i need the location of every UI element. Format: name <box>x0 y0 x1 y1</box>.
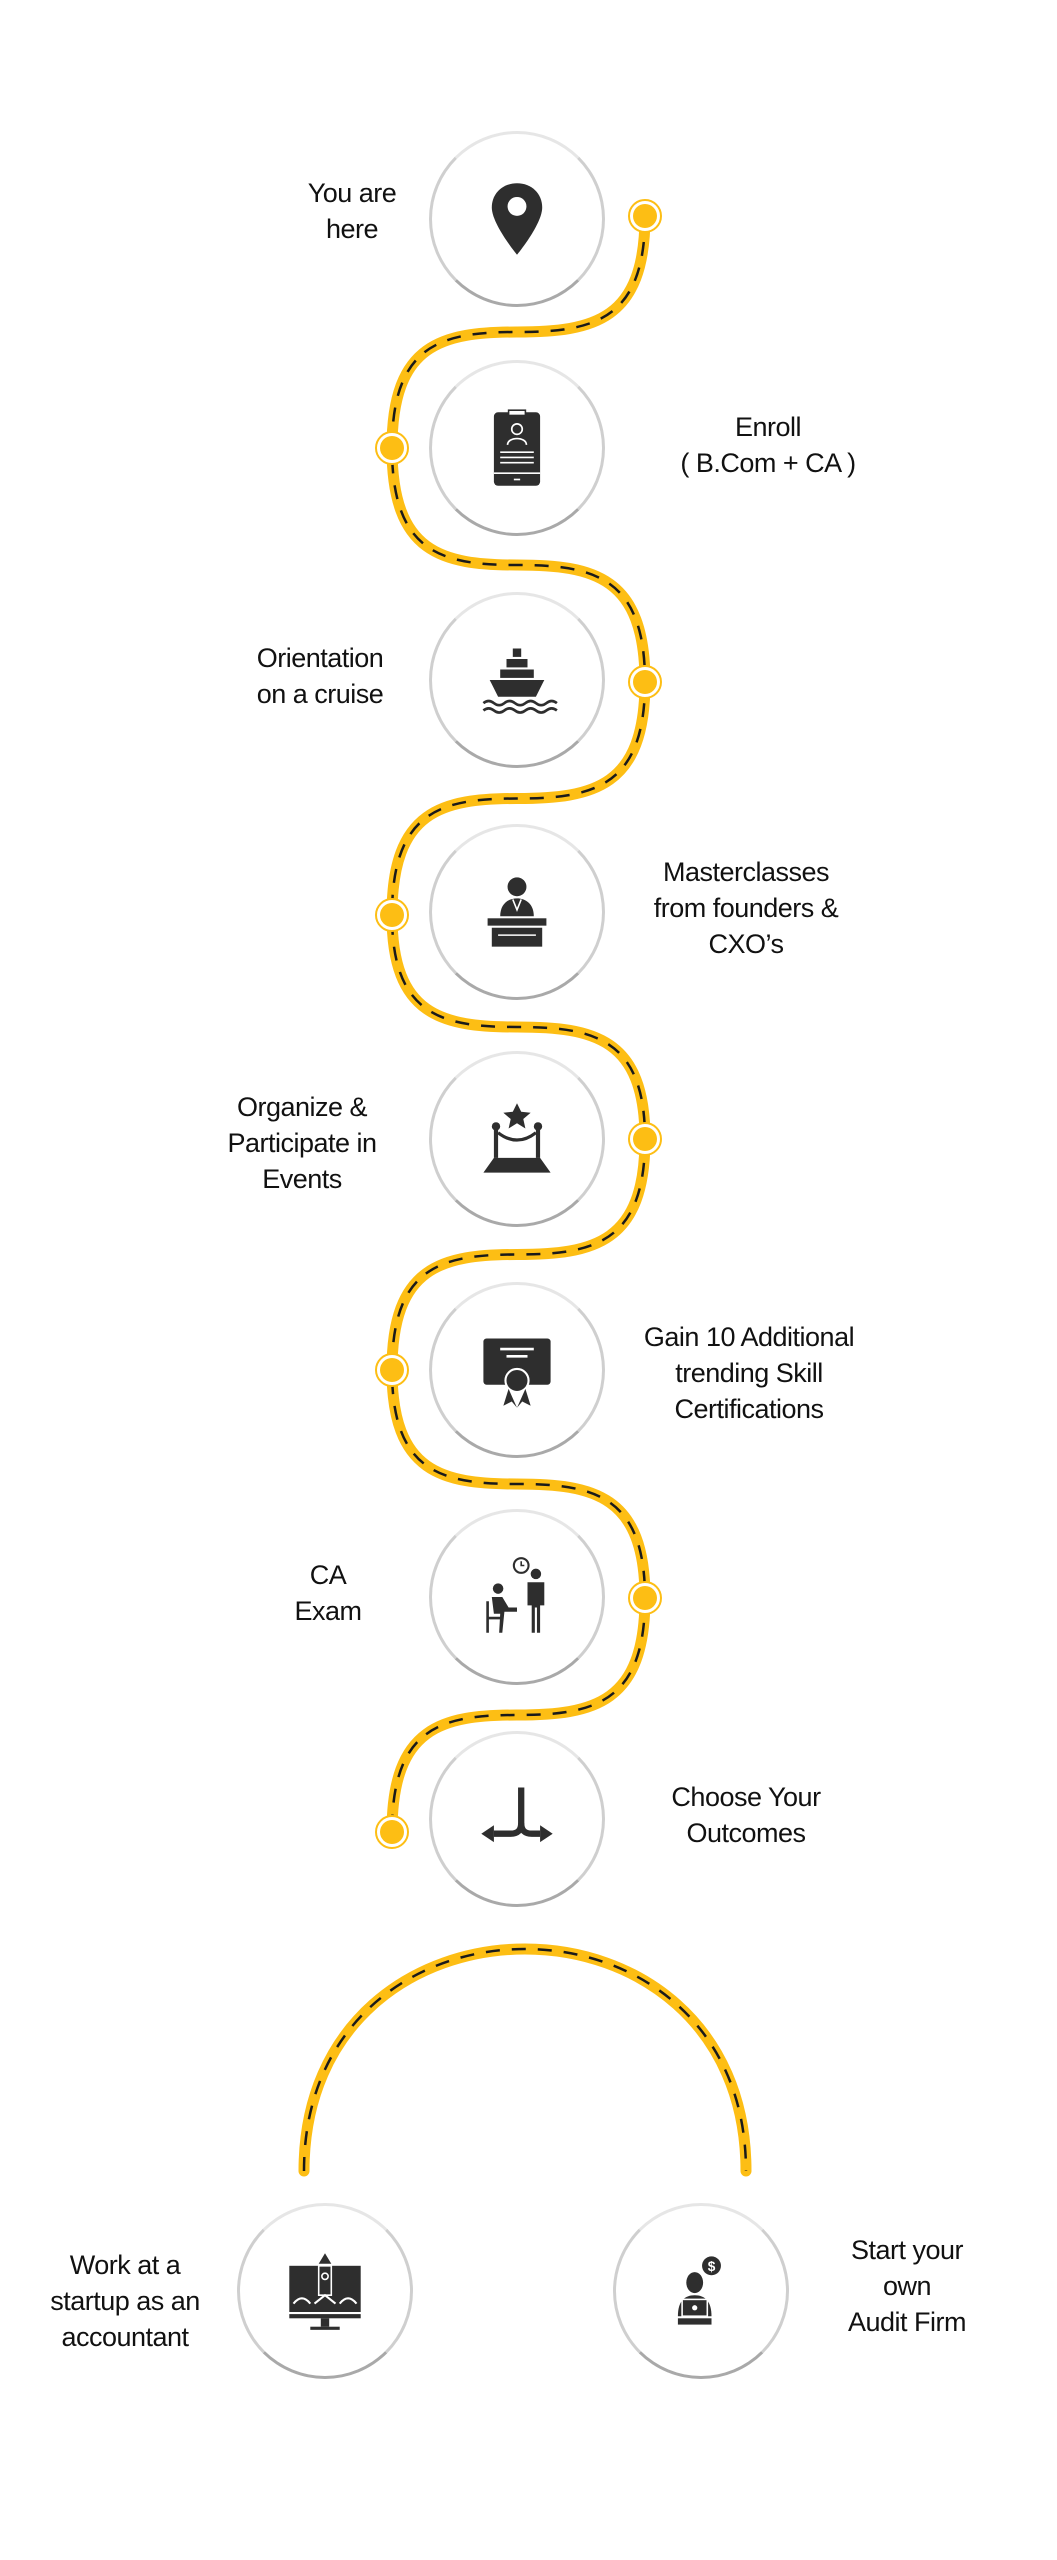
speaker-podium-icon <box>487 877 547 947</box>
step-you-are-here <box>429 131 605 307</box>
id-card-icon <box>493 409 541 486</box>
svg-text:$: $ <box>708 2259 716 2274</box>
milestone-dot <box>380 903 404 927</box>
step-orientation <box>429 592 605 768</box>
outcome-label: Work at a startup as an accountant <box>50 2250 200 2352</box>
step-enroll <box>429 360 605 536</box>
milestone-dot <box>633 670 657 694</box>
step-certifications <box>429 1282 605 1458</box>
milestone-dot <box>633 1127 657 1151</box>
step-label: You are here <box>307 178 397 244</box>
roadmap-dashes <box>390 215 647 1833</box>
step-label: CA Exam <box>294 1560 362 1626</box>
red-carpet-event-icon <box>483 1103 551 1173</box>
outcome-arc-dashes <box>302 1947 748 2172</box>
step-ca-exam <box>429 1509 605 1685</box>
step-label: Choose Your Outcomes <box>671 1782 821 1848</box>
step-label: Enroll ( B.Com + CA ) <box>680 412 856 478</box>
map-pin-icon <box>491 183 543 255</box>
step-events <box>429 1051 605 1227</box>
milestone-dot <box>380 1358 404 1382</box>
milestone-dot <box>633 204 657 228</box>
step-choose-outcomes <box>429 1731 605 1907</box>
outcome-startup-accountant <box>237 2203 413 2379</box>
split-arrows-icon <box>481 1787 553 1843</box>
cruise-ship-icon <box>482 648 558 714</box>
milestone-dot <box>633 1586 657 1610</box>
milestone-dot <box>380 1820 404 1844</box>
outcome-label: Start your own Audit Firm <box>847 2235 967 2337</box>
step-label: Masterclasses from founders & CXO’s <box>653 857 839 959</box>
exam-interview-icon <box>486 1557 545 1633</box>
milestone-dot <box>380 436 404 460</box>
outcome-audit-firm: $ <box>613 2203 789 2379</box>
certificate-icon <box>483 1338 551 1408</box>
auditor-laptop-dollar-icon: $ <box>677 2256 721 2325</box>
outcome-arc <box>298 1943 752 2177</box>
startup-rocket-monitor-icon <box>289 2253 361 2330</box>
step-label: Organize & Participate in Events <box>227 1092 377 1194</box>
step-label: Gain 10 Additional trending Skill Certif… <box>643 1322 855 1424</box>
step-masterclasses <box>429 824 605 1000</box>
step-label: Orientation on a cruise <box>256 643 384 709</box>
